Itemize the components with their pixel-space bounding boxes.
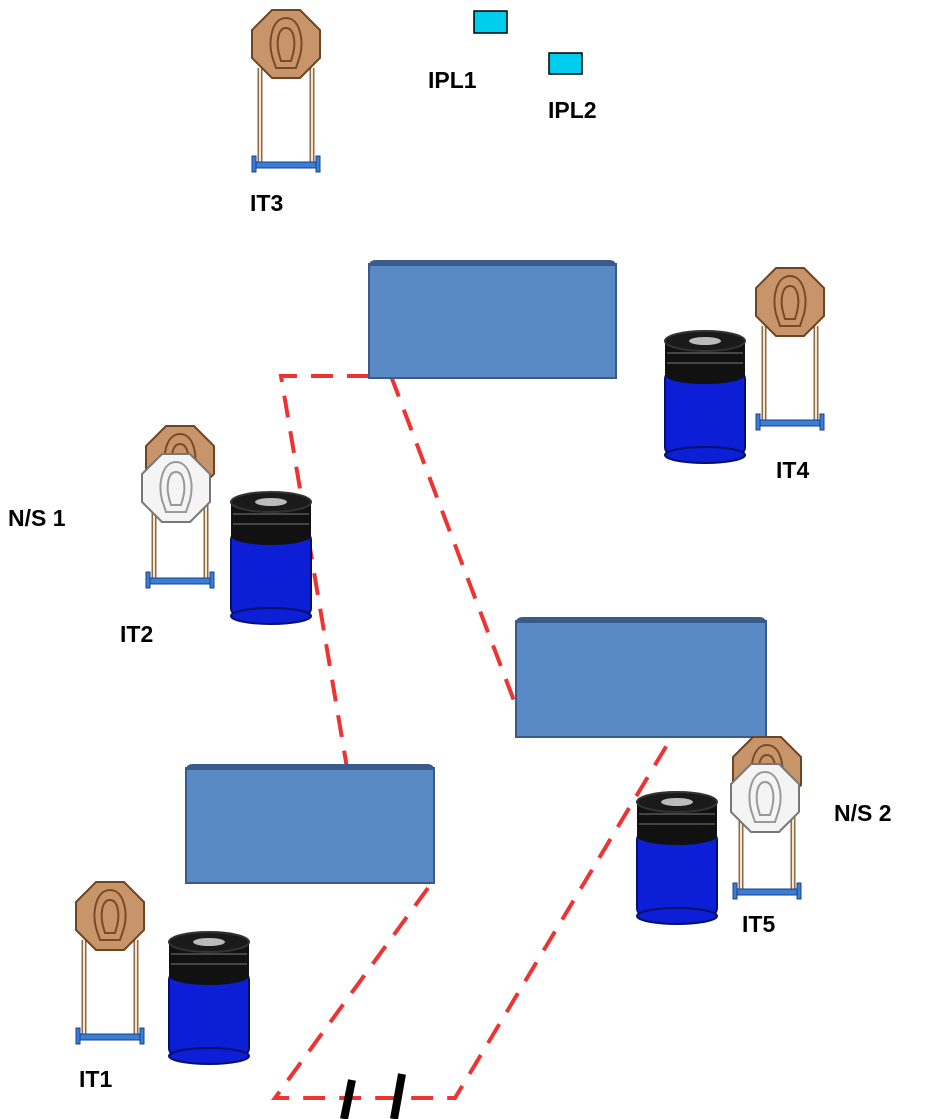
label-ipl2: IPL2 bbox=[548, 97, 597, 123]
label-it1: IT1 bbox=[79, 1066, 112, 1092]
label-it3: IT3 bbox=[250, 190, 283, 216]
barrel-it4 bbox=[664, 330, 746, 464]
target-it3 bbox=[252, 10, 320, 172]
fault-line-bottom bbox=[271, 738, 672, 1100]
target-it1 bbox=[76, 882, 144, 1044]
no-shoot-1 bbox=[141, 453, 211, 523]
label-ns2: N/S 2 bbox=[834, 800, 892, 826]
label-it2: IT2 bbox=[120, 621, 153, 647]
barrel-it2 bbox=[230, 491, 312, 625]
wall-top bbox=[368, 260, 617, 379]
fault-lines bbox=[271, 374, 672, 1100]
label-it5: IT5 bbox=[742, 911, 775, 937]
label-it4: IT4 bbox=[776, 457, 809, 483]
label-ipl1: IPL1 bbox=[428, 67, 477, 93]
barrel-it5 bbox=[636, 791, 718, 925]
start-marks bbox=[340, 1073, 406, 1119]
label-ns1: N/S 1 bbox=[8, 505, 66, 531]
popper-ipl2 bbox=[548, 52, 583, 75]
no-shoot-2 bbox=[730, 763, 800, 833]
popper-ipl1 bbox=[473, 10, 508, 34]
wall-bottom bbox=[185, 764, 435, 884]
fault-line-left bbox=[278, 374, 369, 769]
wall-middle bbox=[515, 617, 767, 738]
fault-line-middle bbox=[389, 375, 518, 707]
target-it4 bbox=[756, 268, 824, 430]
barrel-it1 bbox=[168, 931, 250, 1065]
